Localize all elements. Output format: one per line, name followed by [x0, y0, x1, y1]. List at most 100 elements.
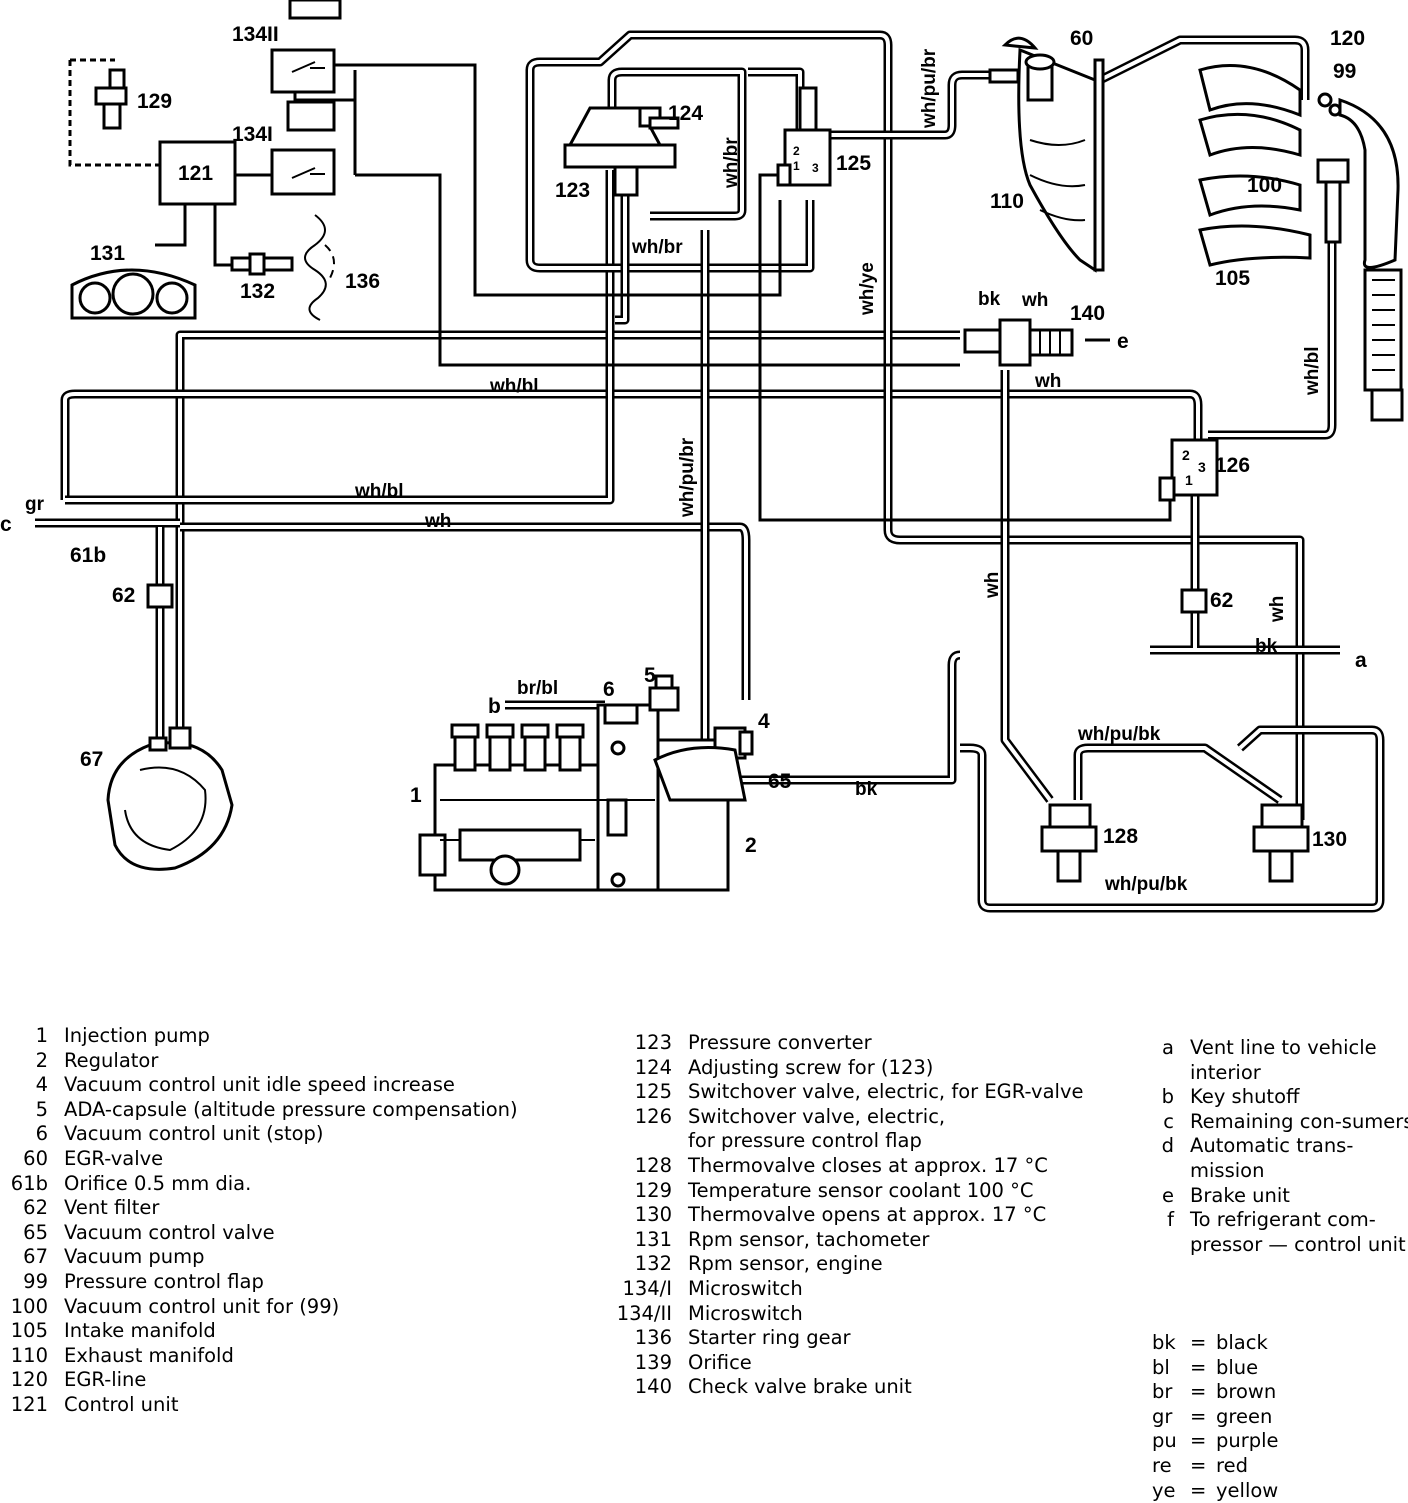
legend-item-text: Control unit: [64, 1392, 179, 1416]
wire-bk-a: bk: [1255, 636, 1278, 657]
label-6: 6: [603, 678, 615, 701]
label-125-port-3: 3: [812, 161, 819, 175]
color-key-item: pu=purple: [1152, 1429, 1279, 1454]
label-129: 129: [137, 90, 172, 113]
label-126-port-2: 2: [1182, 447, 1190, 463]
legend-item: 61b Orifice 0.5 mm dia.: [0, 1172, 518, 1197]
color-key-name: red: [1216, 1453, 1248, 1477]
wire-wh-bl-lower: wh/bl: [354, 481, 404, 502]
end-label-e: e: [1117, 330, 1129, 353]
label-4: 4: [758, 710, 770, 733]
vacuum-pump-67: [106, 726, 234, 871]
color-key-item: ye=yellow: [1152, 1479, 1279, 1503]
label-60: 60: [1070, 27, 1093, 50]
color-key-abbr: re: [1152, 1453, 1172, 1477]
legend-item: 129 Temperature sensor coolant 100 °C: [614, 1179, 1083, 1204]
legend-item-number: c: [1163, 1109, 1174, 1133]
legend-item-number: 139: [634, 1350, 672, 1374]
legend-item-text: Vacuum control valve: [64, 1220, 275, 1244]
vacuum-hoses: [35, 30, 1385, 913]
legend-item-text: EGR-valve: [64, 1146, 164, 1170]
label-140: 140: [1070, 302, 1105, 325]
legend-item-number: 99: [23, 1269, 48, 1293]
legend-item-text: Orifice: [688, 1350, 752, 1374]
legend-item-text: Orifice 0.5 mm dia.: [64, 1171, 252, 1195]
color-key-abbr: pu: [1152, 1429, 1177, 1453]
legend-item-text: Vacuum control unit idle speed increase: [64, 1073, 455, 1097]
legend-item-number: 134/II: [616, 1301, 672, 1325]
legend-item-number: e: [1162, 1183, 1174, 1207]
label-131: 131: [90, 242, 125, 265]
legend-item-text: Temperature sensor coolant 100 °C: [688, 1178, 1034, 1202]
wire-wh-140-top: wh: [1021, 290, 1048, 311]
wire-wh-br-vertical: wh/br: [721, 137, 742, 189]
legend-item-number: b: [1161, 1085, 1174, 1109]
label-61b: 61b: [70, 544, 106, 567]
control-unit-121: [158, 140, 237, 206]
label-67: 67: [80, 748, 103, 771]
legend-item-number: 132: [634, 1252, 672, 1276]
label-134ii: 134II: [232, 23, 279, 46]
legend-item-text: Microswitch: [688, 1301, 803, 1325]
wire-gr: gr: [25, 494, 45, 515]
legend-item-number: 126: [634, 1104, 672, 1128]
label-128: 128: [1103, 825, 1138, 848]
end-label-b: b: [488, 695, 501, 718]
check-valve-140: [963, 318, 1074, 367]
color-key-name: yellow: [1216, 1478, 1279, 1502]
legend-item-number: 61b: [10, 1171, 48, 1195]
vacuum-diagram: 129 121 131 132 136 134II 134I 124 123 1…: [0, 0, 1404, 913]
color-key-item: re = red: [1152, 1454, 1279, 1479]
legend-item: 5 ADA-capsule (altitude pressure compensa…: [0, 1098, 518, 1123]
end-label-a: a: [1355, 649, 1367, 672]
vent-filter-62-left: [146, 583, 174, 609]
end-label-c: c: [0, 513, 12, 536]
label-120: 120: [1330, 27, 1365, 50]
wire-wh-pu-br-pump: wh/pu/br: [677, 437, 698, 518]
color-key-abbr: gr: [1152, 1404, 1173, 1428]
legend-item-number: 5: [35, 1097, 48, 1121]
label-5: 5: [644, 664, 656, 687]
color-key-eq: =: [1190, 1478, 1207, 1502]
legend-item-number: 105: [10, 1319, 48, 1343]
legend-item-text: Rpm sensor, tachometer: [688, 1227, 930, 1251]
legend-item-number: 4: [35, 1073, 48, 1097]
wire-wh-left: wh: [424, 511, 451, 532]
legend-item-number: 128: [634, 1153, 672, 1177]
wire-wh-br: wh/br: [631, 237, 683, 258]
legend-item-text: Vacuum pump: [64, 1245, 205, 1269]
legend-item-text: EGR-line: [64, 1368, 147, 1392]
label-105: 105: [1215, 267, 1250, 290]
label-126-port-1: 1: [1185, 472, 1193, 488]
color-key-item: bl=blue: [1152, 1356, 1279, 1381]
wire-wh-bl-upper: wh/bl: [489, 376, 539, 397]
temperature-sensor-129: [94, 68, 128, 130]
legend-item-number: 129: [634, 1178, 672, 1202]
label-99: 99: [1333, 60, 1356, 83]
pressure-converter-123: [563, 106, 680, 197]
color-key-eq: =: [1190, 1453, 1207, 1477]
legend-item-number: 140: [634, 1375, 672, 1399]
legend-item-text: ADA-capsule (altitude pressure compensat…: [64, 1097, 518, 1121]
color-key-name: blue: [1216, 1355, 1259, 1379]
legend-item: 134/II Microswitch: [614, 1302, 1083, 1327]
color-key-item: br=brown: [1152, 1380, 1279, 1405]
